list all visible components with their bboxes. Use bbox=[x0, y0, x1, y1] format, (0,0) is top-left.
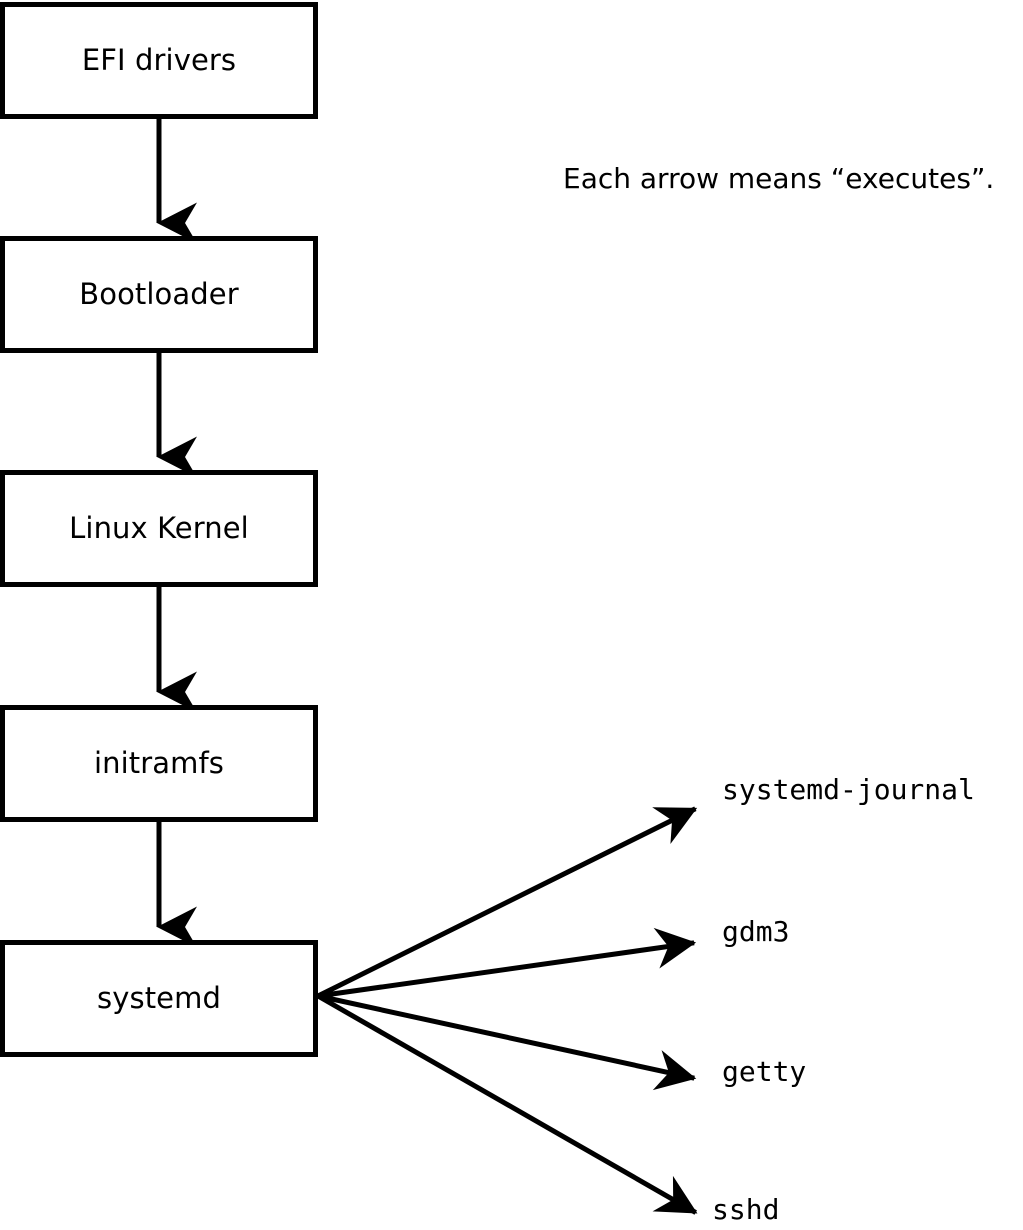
arrow-systemd-to-sshd bbox=[316, 993, 698, 1215]
box-efi-drivers[interactable]: EFI drivers bbox=[0, 2, 318, 119]
service-label-sshd: sshd bbox=[712, 1193, 780, 1226]
arrow-systemd-to-getty bbox=[317, 993, 697, 1091]
box-bootloader[interactable]: Bootloader bbox=[0, 236, 318, 353]
box-systemd[interactable]: systemd bbox=[0, 940, 318, 1057]
box-label-efi-drivers: EFI drivers bbox=[81, 43, 237, 77]
service-label-getty: getty bbox=[722, 1055, 807, 1088]
fanout-arrows-group bbox=[316, 806, 698, 1215]
box-label-linux-kernel: Linux Kernel bbox=[69, 511, 249, 545]
service-label-systemd-journal: systemd-journal bbox=[722, 773, 975, 806]
box-label-bootloader: Bootloader bbox=[79, 277, 239, 311]
box-label-initramfs: initramfs bbox=[93, 746, 225, 780]
box-label-systemd: systemd bbox=[97, 981, 221, 1015]
box-linux-kernel[interactable]: Linux Kernel bbox=[0, 470, 318, 587]
arrow-systemd-to-systemd-journal bbox=[316, 806, 698, 999]
box-initramfs[interactable]: initramfs bbox=[0, 705, 318, 822]
legend-note: Each arrow means “executes”. bbox=[563, 162, 995, 195]
service-label-gdm3: gdm3 bbox=[722, 915, 790, 948]
arrow-systemd-to-gdm3 bbox=[317, 927, 697, 999]
